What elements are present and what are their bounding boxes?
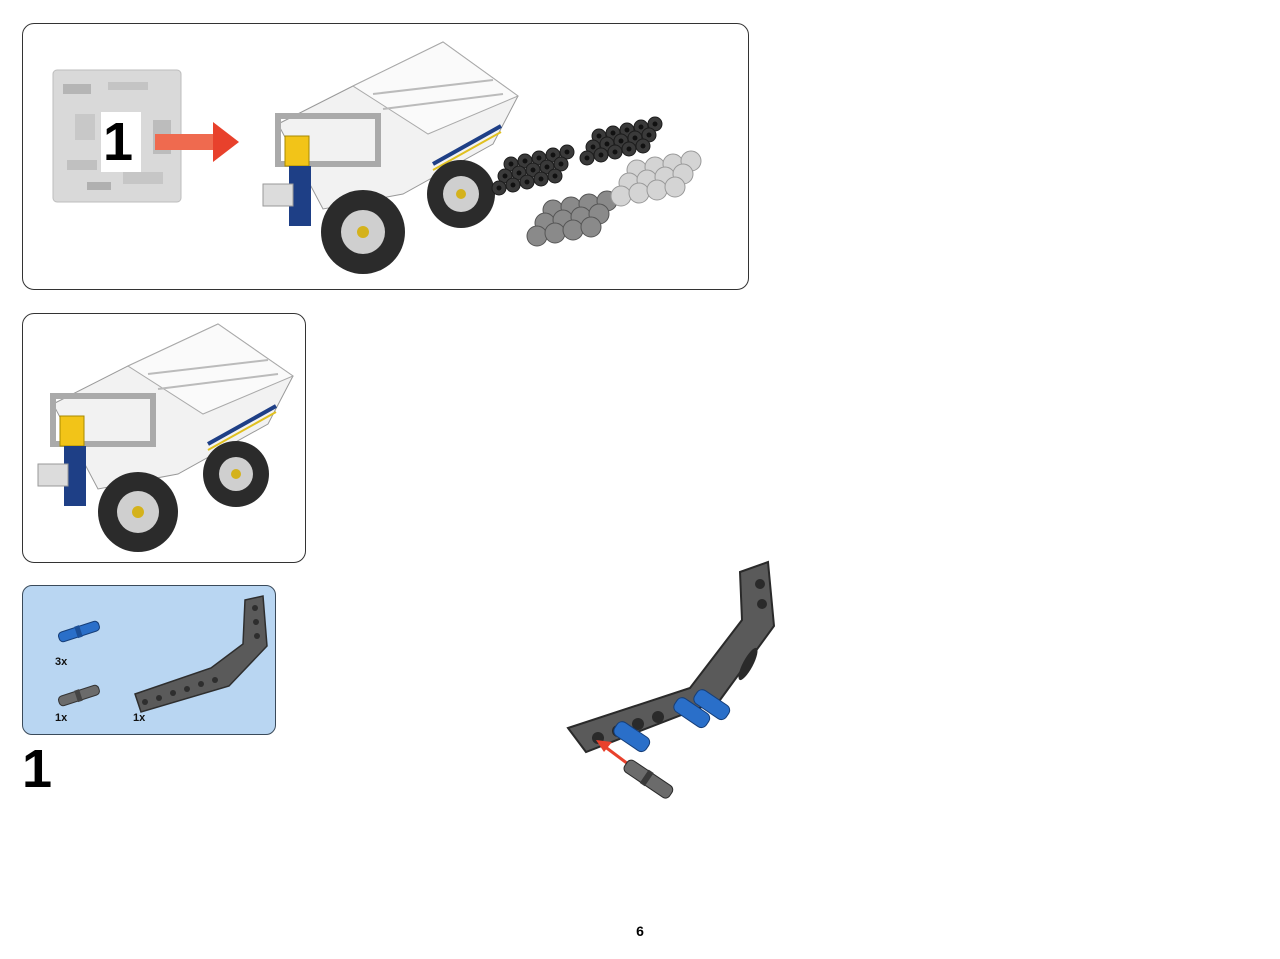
part-quantity: 1x (133, 712, 146, 724)
tyre-hole-icon (612, 149, 618, 155)
part-quantity: 3x (55, 656, 68, 668)
page-number: 6 (636, 923, 644, 939)
tyre-hole-icon (638, 124, 644, 130)
tyre-icon (526, 225, 548, 247)
tyres-image (579, 116, 663, 166)
dark-axle-pin-icon (623, 759, 674, 799)
tyre-hole-icon (538, 176, 544, 182)
tyre-hole-icon (618, 138, 624, 144)
bag-contents-illustration: 1 (52, 41, 702, 274)
tyre-hole-icon (544, 164, 550, 170)
tyre-hole-icon (652, 121, 658, 127)
blue-pin-icon (57, 620, 100, 643)
tyre-icon (646, 179, 668, 201)
tyre-icon (562, 219, 584, 241)
tyre-icon (664, 176, 686, 198)
tyre-hole-icon (508, 161, 514, 167)
tyre-hole-icon (598, 152, 604, 158)
tyre-hole-icon (604, 141, 610, 147)
tyre-hole-icon (624, 127, 630, 133)
tyre-hole-icon (502, 173, 508, 179)
dark-axle-pin-icon (57, 684, 100, 707)
tyre-hole-icon (646, 132, 652, 138)
truck-model-image (262, 41, 520, 274)
tyre-hole-icon (610, 130, 616, 136)
tyre-hole-icon (584, 155, 590, 161)
tyre-hole-icon (510, 182, 516, 188)
tyre-hole-icon (596, 133, 602, 139)
tyre-icon (580, 216, 602, 238)
step-number: 1 (22, 739, 53, 799)
truck-model-image (37, 323, 295, 552)
arrow-right-icon (155, 122, 239, 162)
bag-number: 1 (103, 112, 133, 172)
parts-list-panel: 3x 1x 1x (22, 585, 276, 735)
parts-list-illustration (57, 595, 268, 713)
tyre-hole-icon (524, 179, 530, 185)
bag-contents-panel: 1 (22, 23, 749, 290)
tyre-hole-icon (626, 146, 632, 152)
tyre-icon (610, 185, 632, 207)
tyre-hole-icon (552, 173, 558, 179)
tyre-hole-icon (496, 185, 502, 191)
model-progress-panel (22, 313, 306, 563)
tyre-hole-icon (550, 152, 556, 158)
angled-beam-icon (566, 560, 776, 754)
tyre-icon (628, 182, 650, 204)
wheel-hubs-image (610, 150, 702, 207)
wheel-hubs-image (526, 190, 618, 247)
tyre-hole-icon (516, 170, 522, 176)
tyre-hole-icon (558, 161, 564, 167)
tyres-image (491, 144, 575, 196)
tyre-hole-icon (530, 167, 536, 173)
tyre-hole-icon (640, 143, 646, 149)
blue-pin-icon (613, 689, 731, 753)
arrow-up-left-icon (596, 740, 629, 766)
tyre-hole-icon (522, 158, 528, 164)
tyre-hole-icon (632, 135, 638, 141)
tyre-icon (544, 222, 566, 244)
angled-beam-icon (134, 595, 268, 713)
tyre-hole-icon (590, 144, 596, 150)
tyre-hole-icon (536, 155, 542, 161)
parts-bag-icon: 1 (52, 69, 182, 203)
part-quantity: 1x (55, 712, 68, 724)
tyre-hole-icon (564, 149, 570, 155)
